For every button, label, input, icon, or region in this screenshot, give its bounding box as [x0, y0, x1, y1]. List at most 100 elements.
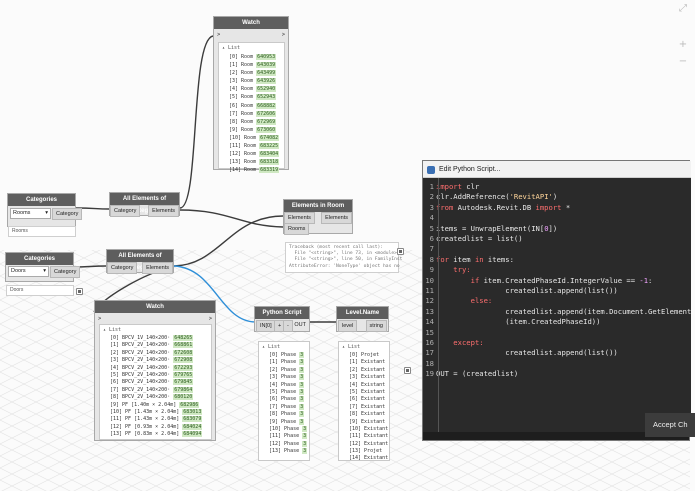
code-token: createdlist.append(list()): [436, 348, 618, 358]
line-number: 17: [425, 348, 434, 358]
item-value: 683013: [182, 408, 203, 415]
input-port[interactable]: level: [338, 320, 358, 332]
item-index: [4] Phase: [269, 381, 297, 388]
watch-list-root: ▴ List: [342, 344, 361, 350]
input-port[interactable]: >: [217, 32, 221, 38]
list-item: [11] Room 683225: [219, 142, 284, 150]
item-value: 672606: [256, 110, 277, 117]
item-value: 3: [299, 381, 305, 388]
code-line: 17 createdlist.append(list()): [423, 348, 618, 358]
python-output-preview[interactable]: ▴ List [0] Phase 3[1] Phase 3[2] Phase 3…: [258, 341, 310, 461]
node-title: Categories: [8, 194, 75, 206]
collapse-icon[interactable]: ▴: [342, 344, 346, 350]
item-index: [0] Room: [229, 54, 254, 60]
watch-node-bottom[interactable]: Watch > > ▴ List [0] BPCV_1V_140×200· 64…: [94, 300, 216, 441]
code-token: :: [648, 275, 653, 285]
watch-node-top[interactable]: Watch > > ▴ List [0] Room 640953[1] Room…: [213, 16, 289, 174]
pin-icon[interactable]: [76, 288, 83, 295]
pin-icon[interactable]: [397, 248, 404, 255]
remove-input-button[interactable]: -: [283, 320, 293, 332]
code-token: item.CreatedPhaseId.IntegerValue ==: [479, 275, 640, 285]
wire-elements-to-watch-top: [179, 35, 214, 209]
categories-node-doors[interactable]: Categories Doors▾ Category: [5, 252, 81, 282]
categories-node-rooms[interactable]: Categories Rooms▾ Category: [7, 193, 83, 227]
item-index: [0] Phase: [269, 352, 297, 358]
input-port[interactable]: Category: [110, 205, 141, 217]
output-port[interactable]: Category: [52, 208, 83, 220]
output-port[interactable]: string: [365, 320, 387, 332]
output-port[interactable]: Elements: [321, 212, 352, 224]
list-item: [0] Projet: [349, 352, 380, 358]
list-item: [4] Room 652940: [219, 85, 284, 93]
item-index: [12] Room: [229, 151, 257, 158]
pin-icon[interactable]: [404, 367, 411, 374]
level-output-preview[interactable]: ▴ List [0] Projet[1] Existant[2] Existan…: [338, 341, 390, 461]
list-item: [9] Phase 3: [259, 418, 309, 426]
item-value: 672969: [256, 118, 277, 125]
accept-changes-button[interactable]: Accept Ch: [645, 413, 695, 437]
node-title: Python Script: [255, 307, 309, 319]
list-item: [5] Phase 3: [259, 388, 309, 396]
code-token: for: [436, 254, 449, 264]
code-token: try:: [436, 265, 471, 275]
wire-elements-to-python[interactable]: [173, 265, 257, 323]
watch-list-root: ▴ List: [222, 45, 241, 51]
item-index: [3] Phase: [269, 374, 297, 381]
collapse-icon[interactable]: ▴: [103, 327, 107, 333]
elements-in-room-node[interactable]: Elements in Room Elements Rooms Elements: [283, 199, 353, 235]
collapse-icon[interactable]: ▴: [262, 344, 266, 350]
input-port[interactable]: IN[0]: [256, 320, 276, 332]
code-token: items:: [483, 254, 514, 264]
all-elements-node-1[interactable]: All Elements of Category Category Elemen…: [109, 192, 180, 217]
item-index: [5] Room: [229, 94, 254, 101]
output-port[interactable]: >: [208, 316, 212, 322]
output-port[interactable]: Category: [50, 266, 81, 278]
line-number: 9: [429, 265, 434, 275]
gutter-divider: [438, 178, 439, 432]
code-line: 10 if item.CreatedPhaseId.IntegerValue =…: [423, 276, 652, 286]
editor-titlebar[interactable]: Edit Python Script...: [423, 161, 691, 178]
list-item: [2] Phase 3: [259, 366, 309, 374]
watch-output[interactable]: ▴ List [0] Room 640953[1] Room 643039[2]…: [218, 42, 285, 174]
list-item: [8] Existant: [349, 411, 386, 418]
wire-elements-to-elements-in-room: [173, 215, 284, 267]
item-value: 684094: [182, 431, 203, 438]
category-dropdown[interactable]: Rooms▾: [10, 208, 51, 219]
item-index: [12] PF [0.93m × 2.04m]: [110, 423, 180, 430]
output-port[interactable]: >: [281, 32, 285, 38]
input-port[interactable]: Category: [107, 262, 138, 274]
input-port-rooms[interactable]: Rooms: [284, 223, 310, 235]
all-elements-node-2[interactable]: All Elements of Category Category Elemen…: [106, 249, 174, 274]
output-port[interactable]: OUT: [294, 322, 306, 328]
watch-output[interactable]: ▴ List [0] BPCV_1V_140×200· 648265[1] BP…: [99, 324, 212, 440]
code-line: 11 createdlist.append(list()): [423, 286, 617, 296]
line-number: 11: [425, 286, 434, 295]
collapse-icon[interactable]: ▴: [222, 45, 226, 51]
item-value: 682986: [179, 401, 200, 408]
item-value: 3: [299, 396, 305, 403]
preview-bubble: Doors: [6, 285, 74, 296]
category-dropdown[interactable]: Doors▾: [8, 266, 49, 277]
python-script-node[interactable]: Python Script IN[0] + - OUT: [254, 306, 310, 332]
output-port[interactable]: Elements: [142, 262, 173, 274]
list-item: [0] Phase 3: [259, 352, 309, 359]
output-port[interactable]: Elements: [148, 205, 179, 217]
item-index: [2] Phase: [269, 366, 297, 373]
item-value: 684024: [182, 423, 203, 430]
node-title: Level.Name: [337, 307, 388, 319]
zoom-fit-button[interactable]: ⤢: [679, 3, 687, 14]
item-value: 3: [299, 352, 305, 358]
code-token: if: [436, 275, 480, 285]
item-value: 683079: [182, 416, 203, 423]
item-value: 3: [299, 411, 305, 418]
zoom-out-button[interactable]: −: [678, 56, 688, 67]
input-port[interactable]: >: [98, 316, 102, 322]
item-index: [9] Room: [229, 126, 254, 133]
zoom-in-button[interactable]: +: [678, 39, 688, 50]
list-item: [5] BPCV_2V_140×200· 679765: [100, 371, 211, 379]
level-name-node[interactable]: Level.Name level string: [336, 306, 389, 332]
code-token: except:: [436, 338, 484, 347]
